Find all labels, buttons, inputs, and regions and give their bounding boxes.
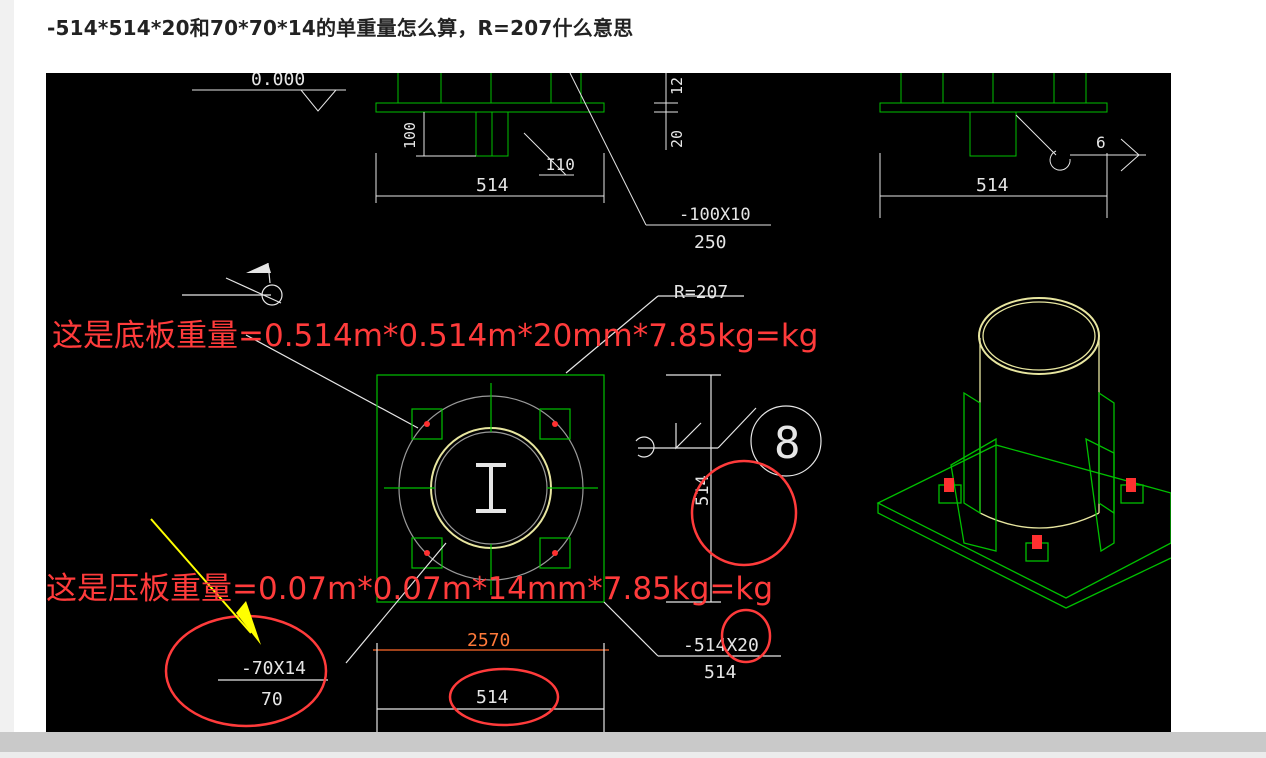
markup-circle-514	[690, 459, 798, 567]
dim-2570-label: 2570	[467, 630, 510, 651]
top-elevation-left	[192, 73, 771, 226]
press-plate-spec-label: -70X14	[241, 658, 306, 679]
rib-spec-label: -100X10	[679, 205, 751, 225]
bolt-holes	[424, 421, 558, 556]
bottom-strip	[0, 752, 1266, 758]
cad-drawing-image[interactable]: 0.000 514 I10 -100X10 250 100 12 20	[46, 73, 1171, 732]
dim-12-label: 12	[668, 77, 686, 95]
isometric-bolts	[944, 478, 1136, 549]
plan-view	[182, 262, 822, 732]
top-elevation-right	[879, 73, 1146, 218]
dim-100-label: 100	[401, 122, 419, 149]
section-i10-label: I10	[546, 155, 575, 174]
rib-length-label: 250	[694, 232, 727, 253]
dim-plate-width-top-right: 514	[976, 175, 1009, 196]
detail-number: 8	[774, 418, 801, 469]
question-title: -514*514*20和70*70*14的单重量怎么算，R=207什么意思	[47, 16, 634, 40]
left-gutter	[0, 0, 14, 732]
dim-plate-width-top: 514	[476, 175, 509, 196]
cad-drawing-svg: 0.000 514 I10 -100X10 250 100 12 20	[46, 73, 1171, 732]
base-plate-weight-annotation: 这是底板重量=0.514m*0.514m*20mm*7.85kg=kg	[52, 318, 818, 354]
markup-circle-20	[720, 608, 772, 664]
weld-size-label: 6	[1096, 133, 1106, 152]
horizontal-scrollbar[interactable]	[0, 732, 1266, 752]
isometric-view	[876, 297, 1171, 609]
yellow-arrow	[150, 518, 261, 645]
markup-ellipse-514-bottom	[448, 667, 560, 727]
dim-plan-bottom-label: 514	[476, 687, 509, 708]
base-plate-spec-label: -514X20	[683, 635, 759, 656]
radius-label: R=207	[674, 282, 728, 303]
elevation-label: 0.000	[251, 73, 305, 90]
press-plate-width-label: 70	[261, 689, 283, 710]
press-plate-weight-annotation: 这是压板重量=0.07m*0.07m*14mm*7.85kg=kg	[46, 571, 773, 607]
dim-plan-side-label: 514	[693, 475, 713, 506]
dim-20-label: 20	[668, 130, 686, 148]
base-plate-width-label: 514	[704, 662, 737, 683]
